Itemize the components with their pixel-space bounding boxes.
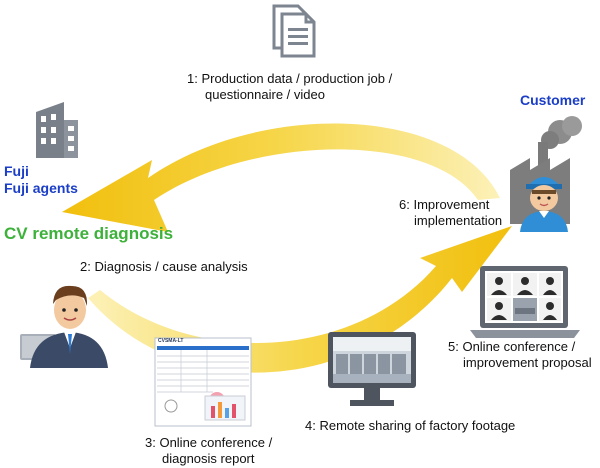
step-5-label-line2: improvement proposal — [463, 355, 592, 370]
office-building-icon — [36, 102, 78, 158]
customer-label: Customer — [520, 92, 586, 108]
fuji-label: Fuji — [4, 163, 29, 179]
step-3-label-line1: 3: Online conference / — [145, 435, 273, 450]
step-3-label-line2: diagnosis report — [162, 451, 255, 466]
flow-arrow-top — [62, 123, 500, 232]
documents-icon — [272, 4, 316, 58]
consultant-icon — [20, 285, 108, 368]
step-1-label-line1: 1: Production data / production job / — [187, 71, 393, 86]
step-2-label: 2: Diagnosis / cause analysis — [80, 259, 248, 274]
monitor-factory-icon — [328, 332, 416, 406]
fuji-agents-label: Fuji agents — [4, 180, 78, 196]
service-title: CV remote diagnosis — [4, 224, 174, 243]
step-6-label-line1: 6: Improvement — [399, 197, 490, 212]
step-6-label-line2: implementation — [414, 213, 503, 228]
factory-worker-icon — [510, 116, 582, 232]
flow-arrow-bottom — [88, 226, 512, 373]
step-4-label: 4: Remote sharing of factory footage — [305, 418, 516, 433]
step-1-label-line2: questionnaire / video — [205, 87, 325, 102]
report-header: CVSMA-LT — [158, 338, 184, 344]
step-5-label-line1: 5: Online conference / — [448, 339, 576, 354]
laptop-video-call-icon — [470, 266, 580, 338]
report-document-icon: CVSMA-LT — [153, 336, 257, 428]
